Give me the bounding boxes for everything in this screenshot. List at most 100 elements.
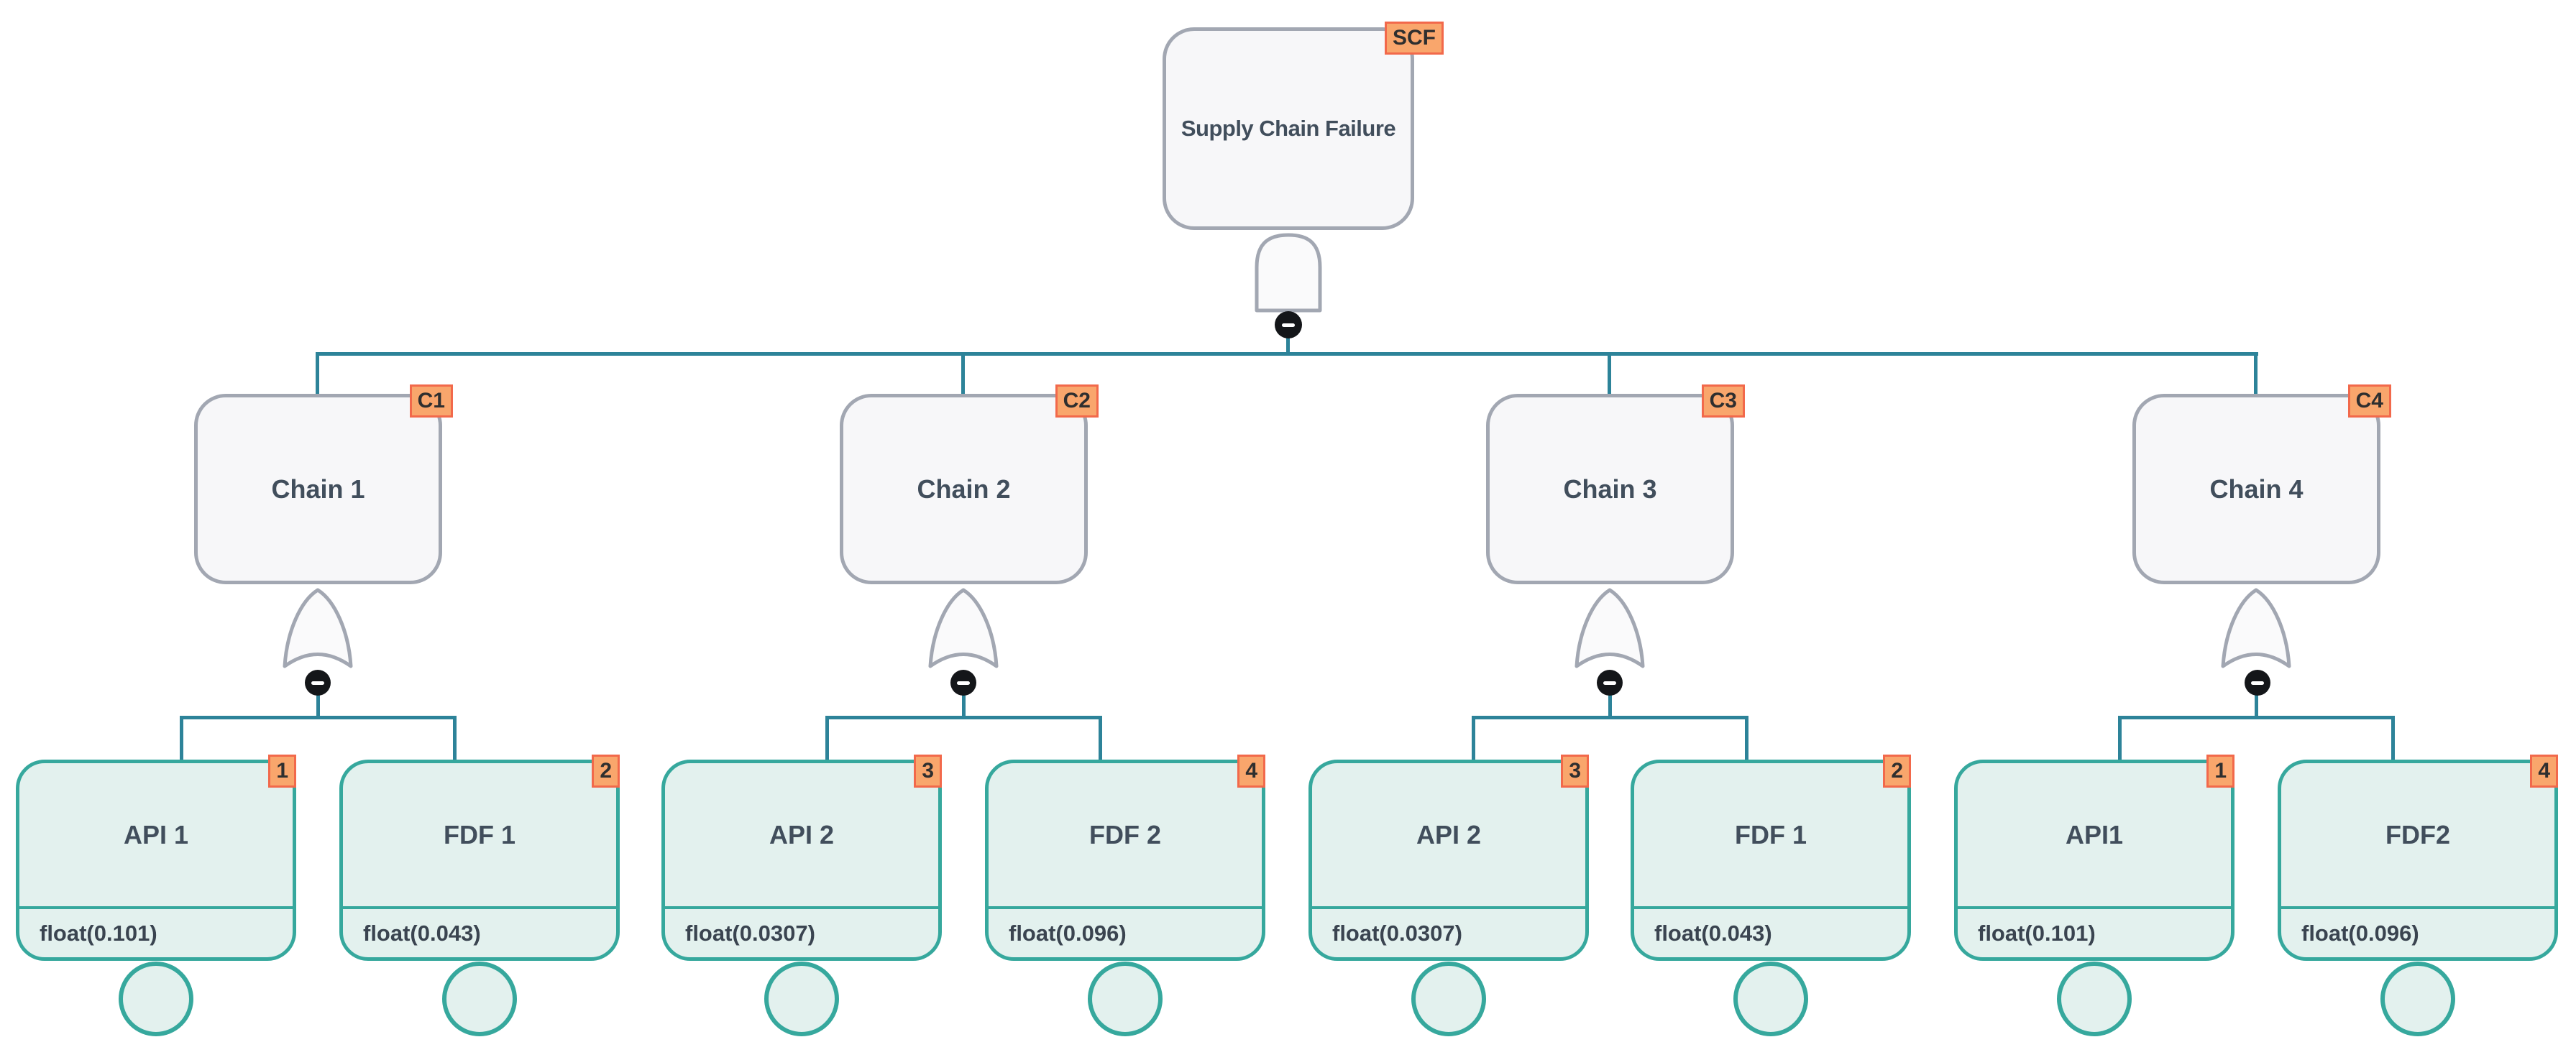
node-chain-3[interactable]: Chain 3 C3 — [1486, 384, 1745, 584]
leaf-badge: 2 — [592, 755, 620, 788]
node-chain-1-badge: C1 — [409, 384, 453, 418]
leaf-badge: 3 — [914, 755, 942, 788]
leaf-node-api2-b[interactable]: API 2 float(0.0307) 3 — [1308, 755, 1589, 961]
or-gate-icon[interactable] — [923, 584, 1004, 671]
node-chain-4-badge: C4 — [2347, 384, 2391, 418]
collapse-button-chain-1[interactable] — [305, 670, 331, 696]
node-chain-4-label: Chain 4 — [2209, 474, 2304, 504]
connector-root-stub — [1286, 325, 1290, 356]
node-root-badge: SCF — [1385, 22, 1444, 55]
leaf-label: FDF 2 — [1088, 819, 1161, 849]
or-gate-icon[interactable] — [1569, 584, 1650, 671]
or-gate-icon[interactable] — [278, 584, 358, 671]
connector-chain4-stub — [2255, 683, 2258, 717]
connector-drop-chain-4 — [2254, 352, 2258, 397]
basic-event-circle[interactable] — [1733, 962, 1808, 1036]
node-chain-1[interactable]: Chain 1 C1 — [194, 384, 453, 584]
leaf-label: FDF 1 — [1734, 819, 1807, 849]
leaf-node-fdf2-a[interactable]: FDF 2 float(0.096) 4 — [985, 755, 1265, 961]
or-gate-icon[interactable] — [2216, 584, 2296, 671]
collapse-button-chain-2[interactable] — [950, 670, 976, 696]
leaf-badge: 4 — [2530, 755, 2558, 788]
divider — [1312, 906, 1585, 909]
connector-drop-chain-3 — [1608, 352, 1611, 397]
connector-drop-chain-2 — [961, 352, 965, 397]
leaf-label: API 2 — [1416, 819, 1482, 849]
leaf-label: FDF2 — [2385, 819, 2450, 849]
collapse-button-chain-4[interactable] — [2245, 670, 2270, 696]
node-root-label: Supply Chain Failure — [1181, 116, 1396, 141]
connector-chain2-stub — [962, 683, 966, 717]
leaf-probability: float(0.043) — [363, 920, 481, 946]
leaf-label: API1 — [2065, 819, 2124, 849]
leaf-probability: float(0.096) — [2301, 920, 2419, 946]
node-chain-2[interactable]: Chain 2 C2 — [840, 384, 1099, 584]
basic-event-circle[interactable] — [764, 962, 839, 1036]
leaf-node-api2-a[interactable]: API 2 float(0.0307) 3 — [661, 755, 942, 961]
connector-chain3-drop-left — [1472, 716, 1475, 762]
leaf-node-api1-b[interactable]: API1 float(0.101) 1 — [1954, 755, 2234, 961]
node-chain-3-badge: C3 — [1701, 384, 1745, 418]
minus-icon — [1603, 681, 1616, 685]
leaf-probability: float(0.101) — [40, 920, 157, 946]
connector-chain3-bus — [1472, 716, 1748, 719]
connector-chain2-drop-right — [1099, 716, 1102, 762]
divider — [343, 906, 616, 909]
node-chain-1-label: Chain 1 — [271, 474, 365, 504]
connector-chain2-drop-left — [825, 716, 829, 762]
leaf-badge: 1 — [2206, 755, 2234, 788]
leaf-label: FDF 1 — [443, 819, 515, 849]
leaf-probability: float(0.101) — [1978, 920, 2096, 946]
divider — [1634, 906, 1907, 909]
node-chain-2-label: Chain 2 — [917, 474, 1011, 504]
connector-chain1-stub — [316, 683, 320, 717]
divider — [19, 906, 293, 909]
divider — [2281, 906, 2554, 909]
leaf-label: API 1 — [123, 819, 189, 849]
divider — [1958, 906, 2231, 909]
leaf-badge: 1 — [268, 755, 296, 788]
leaf-node-fdf2-b[interactable]: FDF2 float(0.096) 4 — [2278, 755, 2558, 961]
connector-chain1-bus — [180, 716, 457, 719]
leaf-badge: 4 — [1237, 755, 1265, 788]
collapse-button-chain-3[interactable] — [1597, 670, 1623, 696]
connector-chain4-drop-right — [2391, 716, 2395, 762]
leaf-node-fdf1-a[interactable]: FDF 1 float(0.043) 2 — [339, 755, 620, 961]
connector-chain2-bus — [825, 716, 1102, 719]
and-gate-icon[interactable] — [1249, 229, 1328, 313]
basic-event-circle[interactable] — [1088, 962, 1163, 1036]
connector-chain1-drop-right — [453, 716, 457, 762]
minus-icon — [957, 681, 970, 685]
leaf-badge: 2 — [1883, 755, 1911, 788]
node-chain-3-label: Chain 3 — [1563, 474, 1657, 504]
node-root[interactable]: Supply Chain Failure SCF — [1163, 22, 1444, 230]
connector-chain3-drop-right — [1745, 716, 1748, 762]
node-chain-4[interactable]: Chain 4 C4 — [2132, 384, 2391, 584]
connector-chain4-bus — [2118, 716, 2395, 719]
connector-chain3-stub — [1608, 683, 1612, 717]
minus-icon — [2251, 681, 2264, 685]
connector-drop-chain-1 — [316, 352, 319, 397]
minus-icon — [311, 681, 324, 685]
leaf-badge: 3 — [1561, 755, 1589, 788]
basic-event-circle[interactable] — [119, 962, 193, 1036]
leaf-node-api1-a[interactable]: API 1 float(0.101) 1 — [16, 755, 296, 961]
basic-event-circle[interactable] — [442, 962, 517, 1036]
leaf-node-fdf1-b[interactable]: FDF 1 float(0.043) 2 — [1631, 755, 1911, 961]
divider — [989, 906, 1262, 909]
connector-top-bus — [316, 352, 2258, 356]
collapse-button-root[interactable] — [1275, 311, 1302, 338]
minus-icon — [1282, 323, 1295, 327]
connector-chain1-drop-left — [180, 716, 183, 762]
leaf-probability: float(0.096) — [1009, 920, 1127, 946]
connector-chain4-drop-left — [2118, 716, 2122, 762]
basic-event-circle[interactable] — [2380, 962, 2455, 1036]
leaf-probability: float(0.0307) — [685, 920, 815, 946]
leaf-label: API 2 — [769, 819, 835, 849]
leaf-probability: float(0.043) — [1654, 920, 1772, 946]
basic-event-circle[interactable] — [1411, 962, 1486, 1036]
basic-event-circle[interactable] — [2057, 962, 2132, 1036]
node-chain-2-badge: C2 — [1055, 384, 1099, 418]
leaf-probability: float(0.0307) — [1332, 920, 1462, 946]
